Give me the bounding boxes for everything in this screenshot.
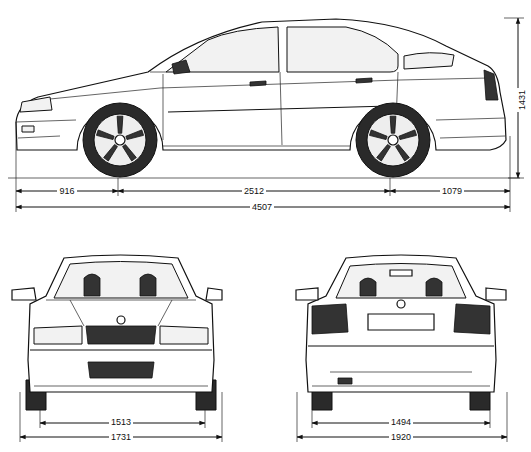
rear-seats [360,278,442,296]
front-view [12,255,222,410]
quarter-window [404,53,454,69]
dimension-arrows [16,18,518,437]
spoke [377,144,391,160]
left-tail-light [312,304,348,334]
front-handle [250,81,266,86]
rear-bumper-line [308,346,494,347]
dimension-label: 1494 [389,417,413,427]
spoke [369,130,387,140]
diffuser [312,372,490,386]
spoke [104,144,118,160]
plate [368,314,434,330]
hub [115,135,125,145]
extension-lines [16,18,524,442]
spoke [117,116,123,133]
tyre [83,103,157,177]
rear-handle [356,78,372,83]
bonnet-lines [46,300,196,326]
dimension-label: 916 [57,186,76,196]
fog-light [22,126,34,132]
rim [94,114,146,166]
rear-view [296,255,506,410]
rear-body [306,255,496,392]
spoke [390,116,396,133]
right-mirror [206,288,222,300]
dimension-label: 1731 [109,432,133,442]
windshield [54,262,188,299]
sill [163,146,350,147]
front-bumper [16,120,76,138]
tyre [356,103,430,177]
dimension-label: 2512 [242,186,266,196]
grille [86,326,156,344]
dimension-label: 1431 [517,88,527,112]
spoke [123,144,137,160]
rear-left-mirror [296,288,318,300]
shoulder-line [40,78,488,100]
splitter [34,386,208,387]
rear-window [336,264,466,299]
spoke [126,130,144,140]
hub [388,135,398,145]
spoke [96,130,114,140]
rear-badge [397,300,405,308]
right-tail-light [454,304,490,334]
front-body [28,255,214,392]
ground-line [8,178,520,179]
right-headlight [160,326,208,344]
bumper-line [30,350,212,351]
exhaust [338,378,352,384]
dimension-lines [16,18,524,442]
dimension-label: 1920 [389,432,413,442]
badge [117,316,125,324]
side-strip [168,106,390,112]
rear-bumper [436,118,505,138]
wheels [83,103,430,177]
dimension-label: 1079 [440,186,464,196]
mirror [172,60,190,74]
side-view [8,19,520,178]
dimension-label: 4507 [250,202,274,212]
rim [367,114,419,166]
rear-right-mirror [486,288,506,300]
seats [84,274,156,296]
dimension-label: 1513 [109,417,133,427]
left-headlight [34,326,82,344]
lower-grille [88,362,154,378]
tail-light [484,70,498,100]
left-mirror [12,288,36,300]
rear-door-window [287,27,398,72]
windshield-line [150,72,166,73]
spoke [396,144,410,160]
spoke [399,130,417,140]
headlight [20,97,52,112]
brake-light [390,270,412,276]
